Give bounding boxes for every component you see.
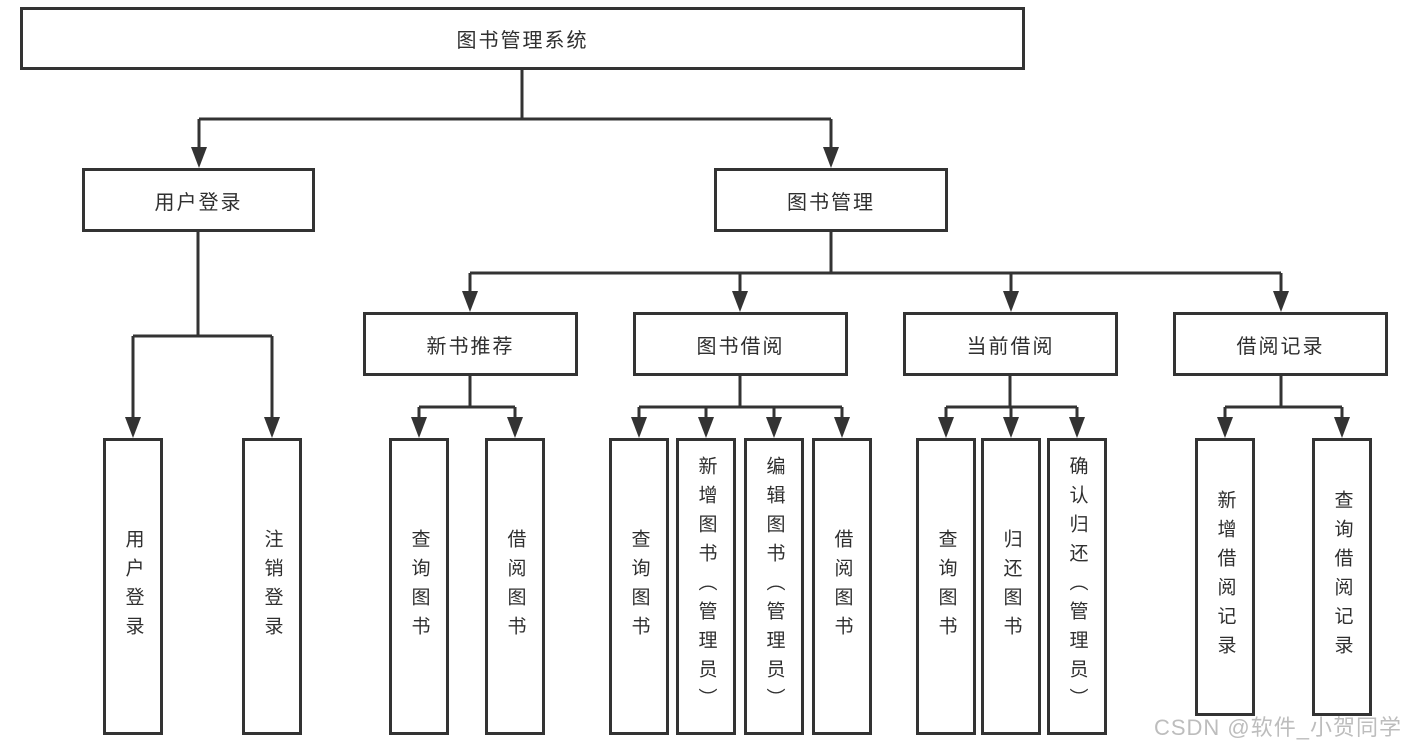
arrowhead xyxy=(938,417,954,438)
leaf-borrow-books-recommend: 借阅图书 xyxy=(485,438,545,735)
node-current-borrow: 当前借阅 xyxy=(903,312,1118,376)
arrowhead xyxy=(1334,417,1350,438)
leaf-logout-label: 注销登录 xyxy=(261,528,283,645)
arrowhead xyxy=(766,417,782,438)
node-system-root-label: 图书管理系统 xyxy=(456,30,589,52)
arrowhead xyxy=(823,147,839,168)
leaf-query-books-recommend-label: 查询图书 xyxy=(408,528,430,645)
leaf-query-borrow-record-label: 查询借阅记录 xyxy=(1331,490,1353,664)
leaf-edit-book-admin-label: 编辑图书（管理员） xyxy=(763,456,785,717)
node-current-borrow-label: 当前借阅 xyxy=(966,335,1055,358)
arrowhead xyxy=(1217,417,1233,438)
leaf-add-book-admin-label: 新增图书（管理员） xyxy=(695,456,717,717)
arrowhead xyxy=(411,417,427,438)
node-borrow-records-label: 借阅记录 xyxy=(1236,335,1325,358)
node-user-login: 用户登录 xyxy=(82,168,315,232)
leaf-user-login-label: 用户登录 xyxy=(122,528,144,645)
node-new-book-recommend-label: 新书推荐 xyxy=(426,335,515,358)
csdn-watermark: CSDN @软件_小贺同学 xyxy=(1153,715,1402,740)
leaf-query-books-current: 查询图书 xyxy=(916,438,976,735)
arrowhead xyxy=(698,417,714,438)
leaf-add-borrow-record-label: 新增借阅记录 xyxy=(1214,490,1236,664)
leaf-add-borrow-record: 新增借阅记录 xyxy=(1195,438,1255,716)
leaf-logout: 注销登录 xyxy=(242,438,302,735)
leaf-query-books-borrow-label: 查询图书 xyxy=(628,528,650,645)
node-system-root: 图书管理系统 xyxy=(20,7,1025,70)
node-book-management-label: 图书管理 xyxy=(787,191,875,214)
arrowhead xyxy=(1003,417,1019,438)
arrowhead xyxy=(507,417,523,438)
leaf-confirm-return-admin: 确认归还（管理员） xyxy=(1047,438,1107,735)
node-book-borrow: 图书借阅 xyxy=(633,312,848,376)
node-book-management: 图书管理 xyxy=(714,168,948,232)
node-borrow-records: 借阅记录 xyxy=(1173,312,1388,376)
arrowhead xyxy=(1273,291,1289,312)
leaf-borrow-books: 借阅图书 xyxy=(812,438,872,735)
node-user-login-label: 用户登录 xyxy=(154,191,243,214)
node-book-borrow-label: 图书借阅 xyxy=(696,335,785,358)
arrowhead xyxy=(1003,291,1019,312)
arrowhead xyxy=(834,417,850,438)
arrowhead xyxy=(631,417,647,438)
leaf-return-book-label: 归还图书 xyxy=(1000,528,1022,645)
arrowhead xyxy=(732,291,748,312)
arrowhead xyxy=(191,147,207,168)
arrowhead xyxy=(264,417,280,438)
arrowhead xyxy=(462,291,478,312)
leaf-return-book: 归还图书 xyxy=(981,438,1041,735)
leaf-query-books-recommend: 查询图书 xyxy=(389,438,449,735)
leaf-query-books-current-label: 查询图书 xyxy=(935,528,957,645)
leaf-query-books-borrow: 查询图书 xyxy=(609,438,669,735)
node-new-book-recommend: 新书推荐 xyxy=(363,312,578,376)
leaf-user-login: 用户登录 xyxy=(103,438,163,735)
arrowhead xyxy=(125,417,141,438)
leaf-add-book-admin: 新增图书（管理员） xyxy=(676,438,736,735)
leaf-borrow-books-label: 借阅图书 xyxy=(831,528,853,645)
leaf-edit-book-admin: 编辑图书（管理员） xyxy=(744,438,804,735)
leaf-query-borrow-record: 查询借阅记录 xyxy=(1312,438,1372,716)
leaf-borrow-books-recommend-label: 借阅图书 xyxy=(504,528,526,645)
arrowhead xyxy=(1069,417,1085,438)
leaf-confirm-return-admin-label: 确认归还（管理员） xyxy=(1066,456,1088,717)
